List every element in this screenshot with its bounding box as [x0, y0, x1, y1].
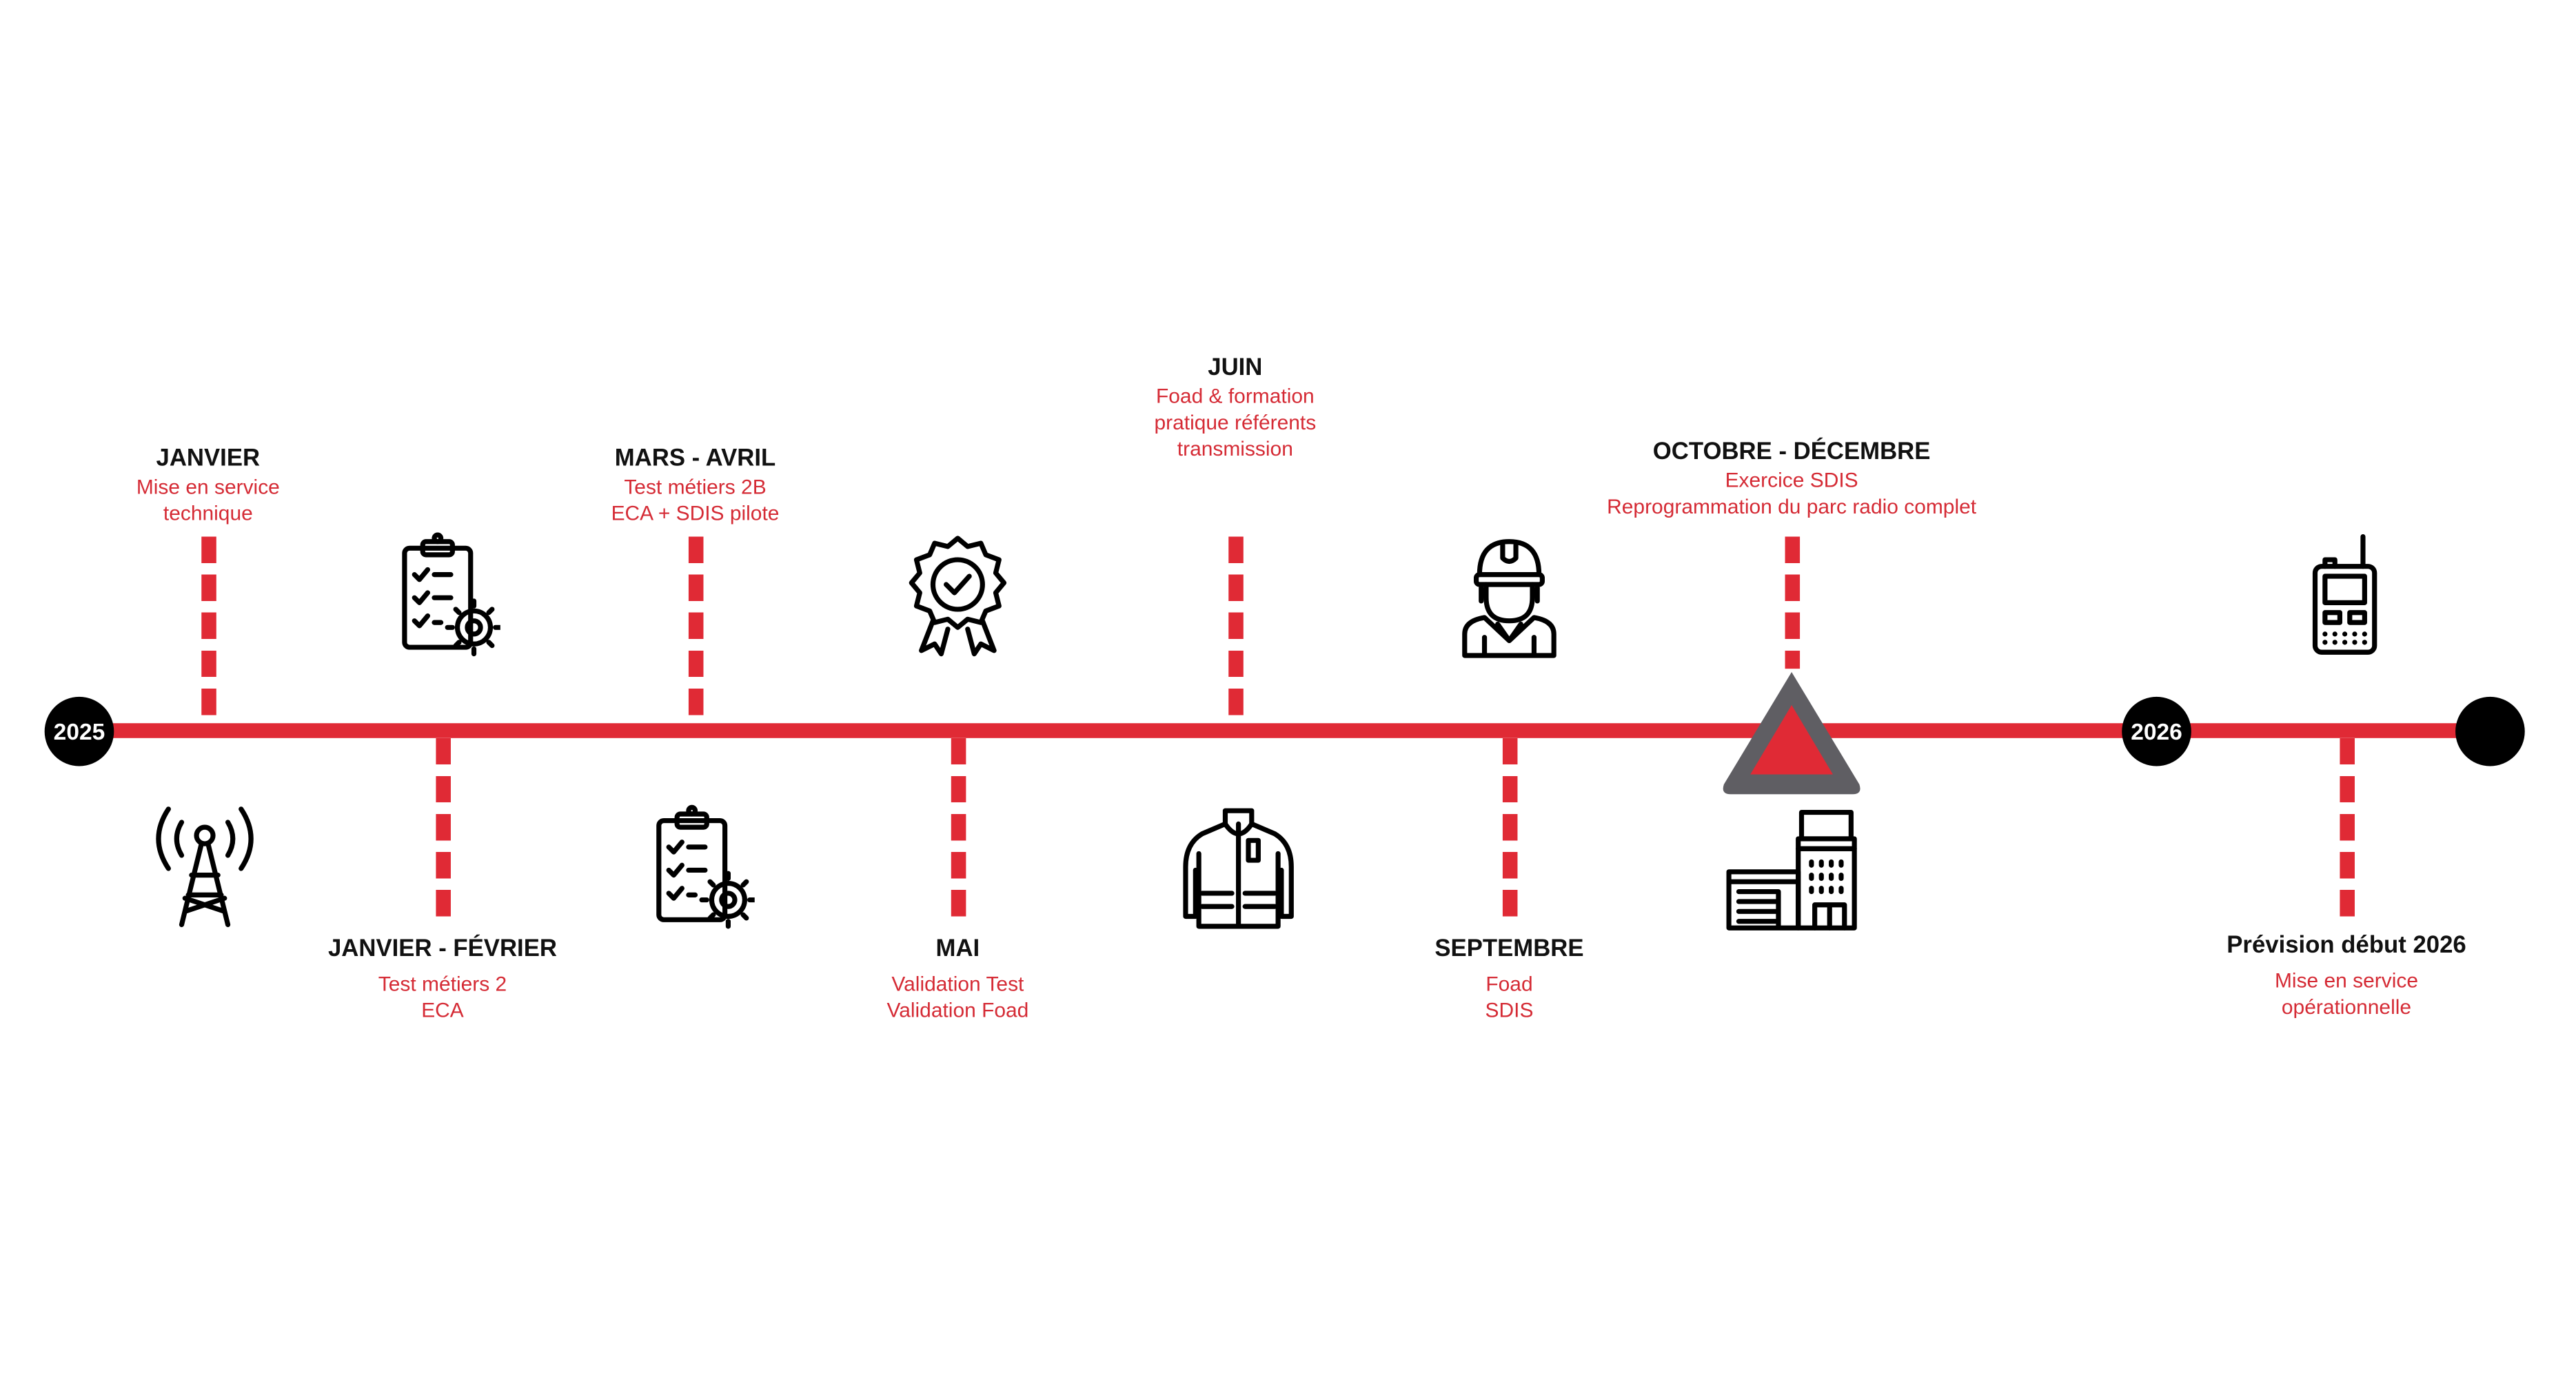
milestone-janvier-fevrier: JANVIER - FÉVRIER Test métiers 2 ECA — [328, 936, 557, 1024]
milestone-line: Exercice SDIS — [1725, 469, 1858, 492]
milestone-line: Reprogrammation du parc radio complet — [1607, 495, 1977, 519]
warning-triangle-icon — [1717, 665, 1866, 797]
milestone-title: MARS - AVRIL — [614, 445, 776, 473]
milestone-title: JANVIER — [156, 445, 261, 473]
milestone-septembre: SEPTEMBRE Foad SDIS — [1434, 936, 1583, 1024]
year-marker-2026: 2026 — [2122, 696, 2191, 766]
award-badge-icon — [909, 531, 1008, 657]
milestone-title: SEPTEMBRE — [1434, 936, 1584, 963]
milestone-line: ECA + SDIS pilote — [611, 502, 780, 525]
milestone-title: OCTOBRE - DÉCEMBRE — [1652, 439, 1931, 466]
milestone-title: Prévision début 2026 — [2227, 933, 2466, 959]
milestone-line: transmission — [1177, 437, 1293, 461]
milestone-line: Validation Test — [891, 972, 1024, 996]
milestone-title: JUIN — [1208, 355, 1263, 382]
milestone-mars-avril: MARS - AVRIL Test métiers 2B ECA + SDIS … — [611, 446, 780, 527]
milestone-line: Foad & formation — [1155, 385, 1315, 408]
firefighter-jacket-icon — [1176, 804, 1301, 930]
timeline-axis — [79, 723, 2491, 738]
milestone-line: pratique référents — [1154, 411, 1317, 435]
milestone-line: Validation Foad — [886, 999, 1029, 1022]
milestone-line: SDIS — [1485, 999, 1534, 1022]
connector-octobre-decembre — [1784, 536, 1799, 669]
checklist-gear-icon — [398, 531, 500, 657]
milestone-octobre-decembre: OCTOBRE - DÉCEMBRE Exercice SDIS Reprogr… — [1607, 439, 1976, 520]
firefighter-icon — [1458, 535, 1561, 660]
milestone-line: Mise en service — [2274, 969, 2419, 993]
milestone-line: technique — [163, 502, 253, 525]
connector-septembre — [1501, 738, 1517, 926]
connector-janvier — [201, 536, 216, 725]
connector-prevision — [2339, 738, 2354, 926]
milestone-line: opérationnelle — [2281, 995, 2412, 1019]
milestone-prevision: Prévision début 2026 Mise en service opé… — [2227, 933, 2466, 1020]
year-marker-2025: 2025 — [44, 696, 114, 766]
connector-mai — [950, 738, 966, 926]
connector-juin — [1228, 536, 1243, 722]
timeline-end-marker — [2455, 696, 2525, 766]
milestone-line: ECA — [421, 999, 464, 1022]
milestone-title: MAI — [935, 936, 980, 963]
checklist-gear-icon — [652, 804, 755, 930]
connector-mars-avril — [687, 536, 703, 725]
milestone-line: Test métiers 2B — [624, 475, 767, 499]
milestone-line: Foad — [1485, 972, 1533, 996]
radio-tower-icon — [152, 799, 257, 931]
milestone-mai: MAI Validation Test Validation Foad — [886, 936, 1028, 1024]
walkie-talkie-icon — [2309, 530, 2384, 659]
milestone-juin: JUIN Foad & formation pratique référents… — [1154, 355, 1316, 463]
building-icon — [1725, 809, 1858, 931]
milestone-janvier: JANVIER Mise en service technique — [136, 446, 280, 527]
milestone-title: JANVIER - FÉVRIER — [327, 936, 557, 963]
milestone-line: Test métiers 2 — [378, 972, 507, 996]
connector-janvier-fevrier — [435, 738, 450, 926]
milestone-line: Mise en service — [136, 475, 280, 499]
